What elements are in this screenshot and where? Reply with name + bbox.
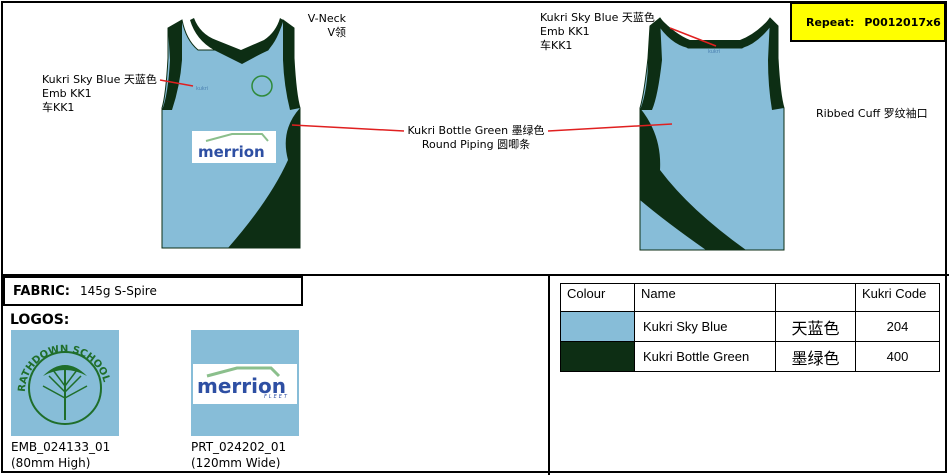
- repeat-code: P0012017x6: [864, 15, 941, 29]
- swatch-sky-blue: [560, 311, 635, 342]
- table-row: Kukri Sky Blue 天蓝色 204: [560, 311, 940, 342]
- callout-piping-zh: 圆唧条: [497, 138, 531, 151]
- fabric-label: FABRIC:: [13, 283, 70, 299]
- callout-sky-back-che: 车KK1: [540, 39, 573, 52]
- merrion-roof-icon: [206, 366, 281, 378]
- callout-sky-front: Kukri Sky Blue 天蓝色 Emb KK1 车KK1: [42, 73, 157, 115]
- logo-prt-merrion: merrion FLEET: [191, 330, 299, 436]
- logo-prt-caption: PRT_024202_01 (120mm Wide): [191, 439, 286, 471]
- row-code: 400: [855, 341, 940, 372]
- row-name: Kukri Sky Blue: [634, 311, 776, 342]
- callout-green: Kukri Bottle Green 墨绿色 Round Piping 圆唧条: [405, 124, 547, 152]
- fabric-box: FABRIC: 145g S-Spire: [3, 276, 303, 306]
- callout-vneck-zh: V领: [327, 26, 346, 39]
- callout-sky-front-emb: Emb KK1: [42, 87, 92, 100]
- rathdown-crest-icon: RATHDOWN SCHOOL: [17, 344, 112, 425]
- callout-sky-back-emb: Emb KK1: [540, 25, 590, 38]
- merrion-sub: FLEET: [263, 394, 289, 400]
- header-name: Name: [634, 283, 776, 312]
- leader-lines: [159, 27, 717, 132]
- callout-green-en: Kukri Bottle Green: [407, 124, 509, 137]
- repeat-label: Repeat:: [806, 15, 855, 29]
- logo-emb-rathdown: RATHDOWN SCHOOL: [11, 330, 119, 436]
- callout-sky-front-zh: 天蓝色: [123, 73, 157, 86]
- callout-sky-back-zh: 天蓝色: [621, 11, 655, 24]
- header-kukri-code: Kukri Code: [855, 283, 940, 312]
- header-blank: [775, 283, 856, 312]
- logo-emb-size: (80mm High): [11, 456, 91, 470]
- logo-emb-code: EMB_024133_01: [11, 440, 111, 454]
- callout-sky-front-che: 车KK1: [42, 101, 75, 114]
- svg-text:merrion: merrion: [198, 143, 265, 161]
- row-code: 204: [855, 311, 940, 342]
- front-sponsor-panel: [192, 131, 276, 163]
- logo-prt-size: (120mm Wide): [191, 456, 281, 470]
- row-zh: 墨绿色: [775, 341, 856, 372]
- svg-text:kukri: kukri: [196, 86, 208, 92]
- divider-vertical: [548, 275, 550, 475]
- callout-piping-en: Round Piping: [421, 138, 494, 151]
- row-name: Kukri Bottle Green: [634, 341, 776, 372]
- repeat-code-box: Repeat: P0012017x6: [790, 2, 946, 42]
- callout-sky-back-en: Kukri Sky Blue: [540, 11, 619, 24]
- back-vest: kukri: [639, 17, 785, 251]
- table-row: Kukri Bottle Green 墨绿色 400: [560, 341, 940, 372]
- svg-text:kukri: kukri: [708, 49, 720, 55]
- colour-table-header: Colour Name Kukri Code: [560, 283, 940, 312]
- row-zh: 天蓝色: [775, 311, 856, 342]
- callout-green-zh: 墨绿色: [511, 124, 545, 137]
- logo-prt-code: PRT_024202_01: [191, 440, 287, 454]
- callout-vneck-en: V-Neck: [307, 12, 346, 25]
- callout-sky-back: Kukri Sky Blue 天蓝色 Emb KK1 车KK1: [540, 11, 655, 53]
- header-colour: Colour: [560, 283, 635, 312]
- callout-cuff-zh: 罗纹袖口: [883, 107, 928, 120]
- logo-emb-caption: EMB_024133_01 (80mm High): [11, 439, 110, 471]
- callout-cuff-en: Ribbed Cuff: [816, 107, 881, 120]
- divider-horizontal: [1, 274, 949, 276]
- colour-table: Colour Name Kukri Code Kukri Sky Blue 天蓝…: [560, 283, 940, 372]
- callout-sky-front-en: Kukri Sky Blue: [42, 73, 121, 86]
- fabric-value: 145g S-Spire: [79, 284, 157, 298]
- merrion-logo-panel: merrion FLEET: [193, 364, 297, 404]
- callout-vneck: V-Neck V领: [300, 12, 346, 40]
- logos-title: LOGOS:: [10, 312, 70, 328]
- swatch-bottle-green: [560, 341, 635, 372]
- callout-cuff: Ribbed Cuff 罗纹袖口: [816, 107, 928, 121]
- merrion-wordmark: merrion: [197, 374, 286, 398]
